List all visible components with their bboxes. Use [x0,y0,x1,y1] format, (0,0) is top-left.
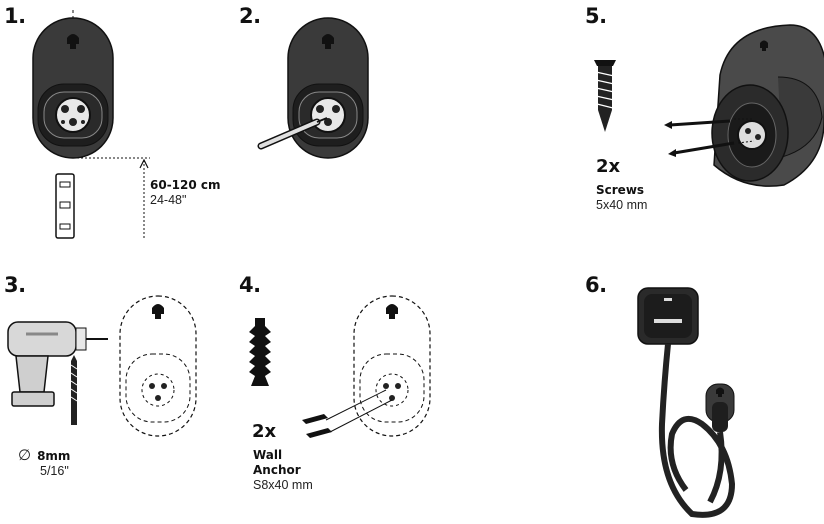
anchor-size: S8x40 mm [253,478,313,492]
drill-size-label: ∅ 8mm 5/16" [18,448,70,479]
screws-label: Screws 5x40 mm [596,183,647,213]
wall-anchor-icon [249,318,271,386]
charger-icon [637,287,736,518]
mount-height-metric: 60-120 cm [150,178,221,192]
screwdriver-icon [257,17,369,159]
mount-height-imperial: 24-48" [150,193,187,207]
step-number-5: 5. [585,4,607,28]
drill-size-imperial: 5/16" [40,464,69,478]
wall-mount-angled-icon [664,24,824,187]
screws-quantity: 2x [596,156,621,177]
anchor-quantity: 2x [252,421,277,442]
drill-icon [7,321,108,407]
screw-icon [594,60,616,132]
step-number-4: 4. [239,273,261,297]
mount-height-label: 60-120 cm 24-48" [150,178,221,208]
screws-size: 5x40 mm [596,198,648,212]
anchor-item-line2: Anchor [253,463,301,477]
wall-mount-outline-icon [302,295,431,438]
step-number-6: 6. [585,273,607,297]
step-number-2: 2. [239,4,261,28]
step-number-3: 3. [4,273,26,297]
anchor-item-line1: Wall [253,448,283,462]
screws-item: Screws [596,183,645,197]
drill-bit-icon [70,355,78,425]
diameter-icon: ∅ [18,447,32,464]
drill-size-metric: 8mm [37,449,71,463]
step-number-1: 1. [4,4,26,28]
wall-mount-outline-icon [119,295,197,437]
anchor-label: Wall Anchor S8x40 mm [253,448,313,493]
level-icon [55,173,75,239]
wall-mount-icon [32,10,150,240]
